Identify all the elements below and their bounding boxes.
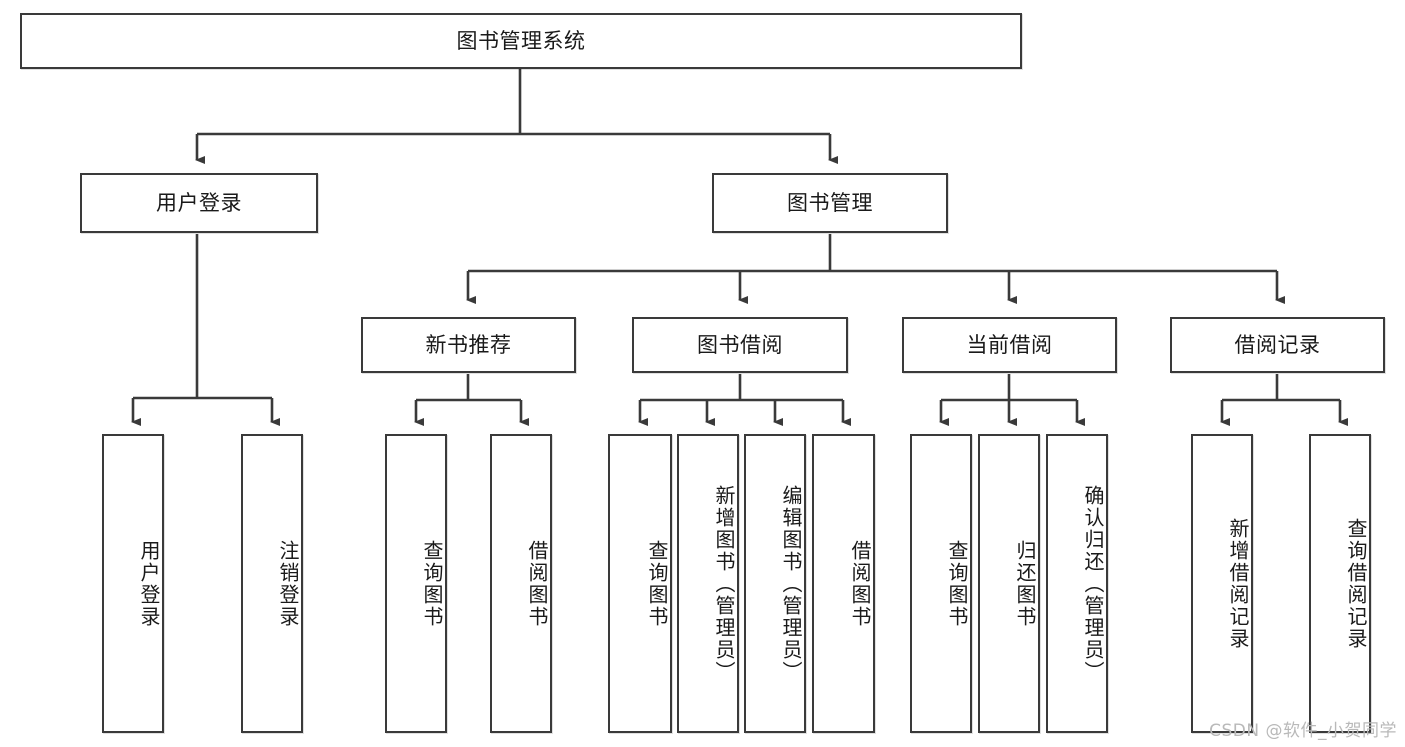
node-leaf-confirm-return[interactable]: 确认归还（管理员） (1046, 434, 1108, 733)
node-leaf-user-login[interactable]: 用户登录 (102, 434, 164, 733)
node-user-login-label: 用户登录 (156, 190, 242, 215)
node-current-borrow-label: 当前借阅 (966, 332, 1053, 357)
node-new-book-rec-label: 新书推荐 (425, 332, 512, 357)
node-book-manage-label: 图书管理 (787, 190, 873, 215)
node-leaf-add-book[interactable]: 新增图书（管理员） (677, 434, 739, 733)
node-root-label: 图书管理系统 (456, 28, 586, 53)
node-leaf-logout-label: 注销登录 (276, 539, 300, 628)
node-leaf-add-record-label: 新增借阅记录 (1226, 517, 1250, 650)
node-user-login[interactable]: 用户登录 (80, 173, 318, 233)
node-leaf-logout[interactable]: 注销登录 (241, 434, 303, 733)
watermark: CSDN @软件_小贺同学 (1209, 721, 1397, 741)
node-leaf-borrow-book-1-label: 借阅图书 (525, 539, 549, 628)
node-leaf-confirm-return-label: 确认归还（管理员） (1081, 484, 1105, 683)
node-leaf-add-record[interactable]: 新增借阅记录 (1191, 434, 1253, 733)
node-leaf-query-record[interactable]: 查询借阅记录 (1309, 434, 1371, 733)
node-borrow-record-label: 借阅记录 (1234, 332, 1321, 357)
node-leaf-borrow-book-1[interactable]: 借阅图书 (490, 434, 552, 733)
node-new-book-rec[interactable]: 新书推荐 (361, 317, 576, 373)
node-leaf-query-book-2-label: 查询图书 (645, 539, 669, 628)
node-leaf-query-book-3[interactable]: 查询图书 (910, 434, 972, 733)
node-leaf-query-book-1-label: 查询图书 (420, 539, 444, 628)
node-leaf-query-book-2[interactable]: 查询图书 (608, 434, 672, 733)
node-book-borrow-label: 图书借阅 (697, 332, 783, 357)
node-leaf-return-book-label: 归还图书 (1013, 539, 1037, 628)
node-leaf-edit-book[interactable]: 编辑图书（管理员） (744, 434, 806, 733)
node-leaf-borrow-book-2-label: 借阅图书 (848, 539, 872, 628)
node-leaf-query-book-1[interactable]: 查询图书 (385, 434, 447, 733)
node-book-manage[interactable]: 图书管理 (712, 173, 948, 233)
node-leaf-add-book-label: 新增图书（管理员） (712, 484, 736, 683)
node-leaf-query-record-label: 查询借阅记录 (1344, 517, 1368, 650)
node-root[interactable]: 图书管理系统 (20, 13, 1022, 69)
node-leaf-user-login-label: 用户登录 (137, 539, 161, 628)
node-leaf-query-book-3-label: 查询图书 (945, 539, 969, 628)
node-leaf-return-book[interactable]: 归还图书 (978, 434, 1040, 733)
node-leaf-edit-book-label: 编辑图书（管理员） (779, 484, 803, 683)
node-borrow-record[interactable]: 借阅记录 (1170, 317, 1385, 373)
node-current-borrow[interactable]: 当前借阅 (902, 317, 1117, 373)
node-leaf-borrow-book-2[interactable]: 借阅图书 (812, 434, 875, 733)
node-book-borrow[interactable]: 图书借阅 (632, 317, 848, 373)
